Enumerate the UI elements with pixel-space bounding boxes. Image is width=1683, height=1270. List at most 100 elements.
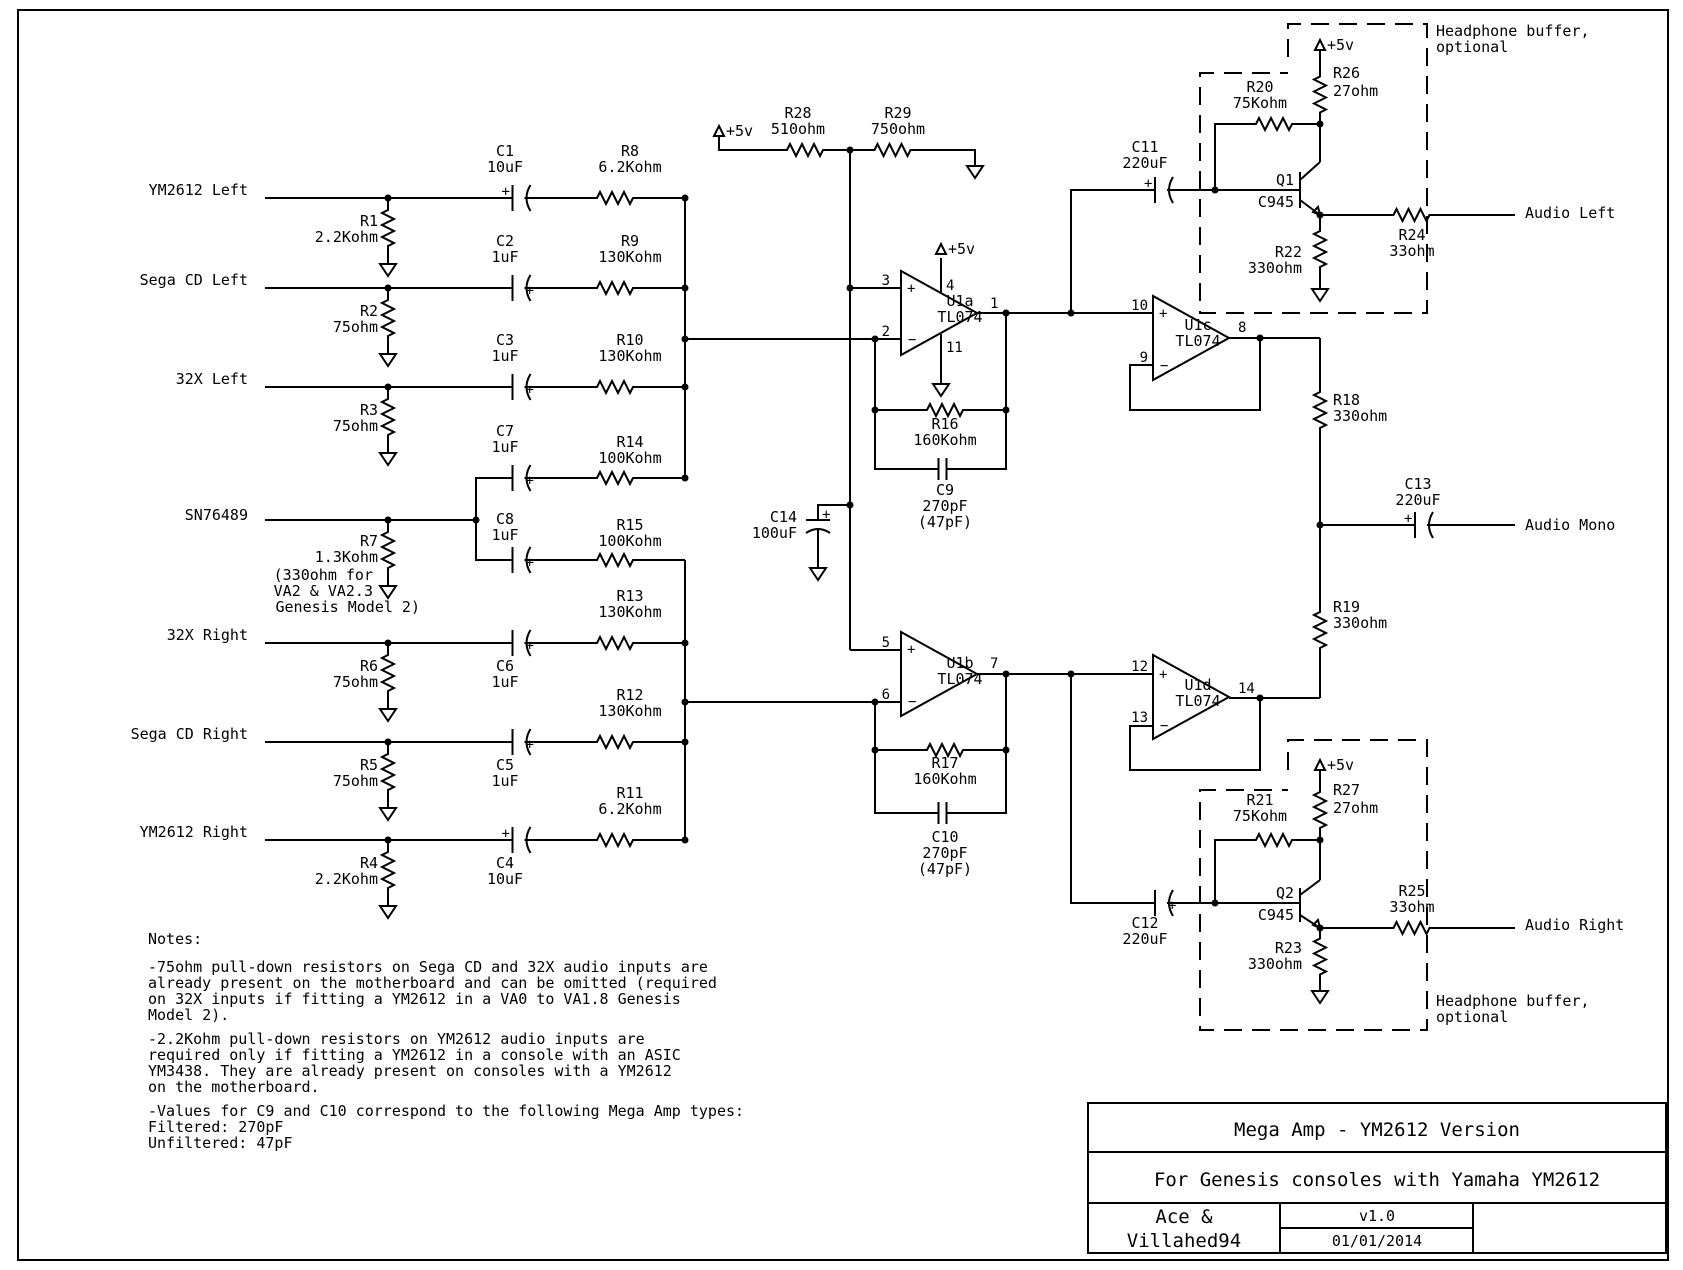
pin-number: 8 (1238, 320, 1246, 336)
sheet-border (17, 9, 1669, 1261)
junction-dot (1256, 694, 1264, 702)
power-symbol (1313, 37, 1327, 51)
resistor-symbol (1311, 780, 1329, 840)
notes-line: Filtered: 270pF (148, 1118, 283, 1136)
wire (475, 520, 490, 561)
wire (874, 410, 930, 470)
component-label: 2.2Kohm (315, 870, 378, 888)
component-label: R14 (616, 433, 643, 451)
output-label-mono: Audio Mono (1525, 516, 1615, 534)
capacitor-plate (525, 728, 532, 756)
component-label: U1d (1184, 676, 1211, 694)
component-label: 130Kohm (598, 603, 661, 621)
component-label: U1c (1184, 316, 1211, 334)
resistor-symbol (379, 288, 397, 348)
title-block-version: v1.0 (1359, 1207, 1395, 1225)
component-label: 27ohm (1333, 82, 1378, 100)
component-label: R15 (616, 516, 643, 534)
pin-sign: + (1159, 306, 1167, 322)
component-label: U1a (946, 292, 973, 310)
component-label: 1.3Kohm (315, 548, 378, 566)
component-label: C6 (496, 657, 514, 675)
pin-number: 13 (1131, 710, 1148, 726)
component-label: 330ohm (1248, 259, 1302, 277)
opamp-u1d (1152, 653, 1232, 741)
notes-line: required only if fitting a YM2612 in a c… (148, 1046, 681, 1064)
component-label: R23 (1275, 939, 1302, 957)
component-label: R16 (931, 415, 958, 433)
wire (874, 339, 900, 411)
power-label: +5v (726, 122, 753, 140)
resistor-symbol (1311, 380, 1329, 440)
component-label: R25 (1398, 882, 1425, 900)
component-label: 10uF (487, 158, 523, 176)
component-label: TL074 (1175, 692, 1220, 710)
resistor-symbol (379, 387, 397, 447)
component-label: 330ohm (1333, 407, 1387, 425)
component-label: TL074 (937, 308, 982, 326)
component-label: 330ohm (1333, 614, 1387, 632)
wire (718, 136, 760, 151)
component-label: 220uF (1122, 930, 1167, 948)
resistor-symbol (1311, 65, 1329, 124)
opamp-u1a (900, 269, 980, 357)
buffer-box-left (1199, 23, 1428, 314)
resistor-symbol (1228, 831, 1320, 849)
component-label: 1uF (491, 673, 518, 691)
ground-symbol (378, 452, 398, 467)
title-block-title: Mega Amp - YM2612 Version (1234, 1119, 1520, 1141)
component-label: 270pF (922, 844, 967, 862)
pin-sign: − (1160, 718, 1168, 734)
component-label: C12 (1131, 914, 1158, 932)
component-label: C1 (496, 142, 514, 160)
wire (1299, 161, 1321, 181)
component-label: 750ohm (871, 120, 925, 138)
resistor-symbol (1383, 206, 1440, 224)
component-label: R13 (616, 587, 643, 605)
component-label: C7 (496, 422, 514, 440)
component-label: C4 (496, 854, 514, 872)
pin-number: 9 (1140, 350, 1148, 366)
notes-line: Model 2). (148, 1006, 229, 1024)
component-label: R18 (1333, 391, 1360, 409)
component-label: 130Kohm (598, 347, 661, 365)
input-label-ym2612_right: YM2612 Right (140, 823, 248, 841)
pin-number: 3 (882, 273, 890, 289)
ground-symbol (378, 353, 398, 368)
transistor-arrow (1311, 205, 1322, 217)
resistor-symbol (545, 378, 685, 396)
component-label: C9 (936, 481, 954, 499)
component-label: R17 (931, 754, 958, 772)
polarity-mark: + (502, 826, 510, 842)
ground-symbol (931, 383, 951, 398)
component-label: (47pF) (918, 513, 972, 531)
component-label: 1uF (491, 526, 518, 544)
wire (990, 313, 1007, 411)
component-label: (47pF) (918, 860, 972, 878)
wire (935, 149, 976, 160)
component-label: R3 (360, 401, 378, 419)
wire (874, 702, 900, 751)
polarity-mark: + (822, 507, 830, 523)
component-label: 220uF (1122, 154, 1167, 172)
polarity-mark: + (526, 283, 534, 299)
resistor-symbol (545, 469, 685, 487)
component-label: C2 (496, 232, 514, 250)
component-label: 6.2Kohm (598, 158, 661, 176)
transistor-arrow (1311, 918, 1322, 930)
wire (1070, 674, 1140, 904)
notes-line: -2.2Kohm pull-down resistors on YM2612 a… (148, 1030, 645, 1048)
component-label: TL074 (1175, 332, 1220, 350)
resistor-symbol (545, 733, 685, 751)
component-label: R2 (360, 302, 378, 320)
component-label: R20 (1246, 78, 1273, 96)
wire (817, 504, 850, 520)
pin-sign: − (908, 332, 916, 348)
component-label: 330ohm (1248, 955, 1302, 973)
wire (475, 477, 490, 520)
polarity-mark: + (502, 184, 510, 200)
wire (1129, 698, 1261, 771)
pin-sign: + (907, 642, 915, 658)
input-label-ym2612_left: YM2612 Left (149, 181, 248, 199)
